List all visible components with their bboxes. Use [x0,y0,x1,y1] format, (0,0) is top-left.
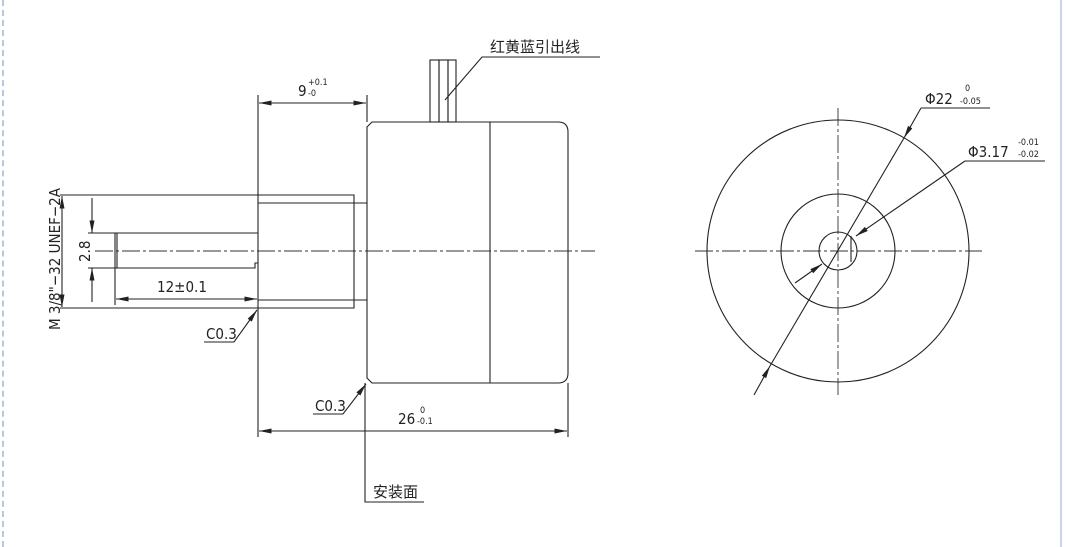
side-view: 红黄蓝引出线 9 +0.1 -0 M 3/8"−32 UNEF−2A 2.8 1… [46,38,600,503]
dim-total-length: 26 [398,410,415,428]
tolerance-upper: 0 [965,84,970,94]
dim-arrow [794,263,823,284]
front-view: Φ22 0 -0.05 Φ3.17 -0.01 -0.02 [695,84,1045,396]
threaded-bushing [257,194,355,309]
dim-shaft-dia-leader [855,160,966,237]
tolerance-upper: 0 [420,406,425,416]
dim-shaft-diameter: 2.8 [76,241,94,262]
dim-shaft-dia-front: Φ3.17 [968,143,1009,161]
dim-arrow [753,365,771,396]
dim-body-diameter: Φ22 [925,90,953,108]
dim-shaft-length: 12±0.1 [157,278,207,296]
chamfer-shaft: C0.3 [206,325,237,343]
thread-spec: M 3/8"−32 UNEF−2A [46,187,64,330]
dim-arrow [903,107,922,139]
mount-face-label: 安装面 [373,483,418,501]
shaft [114,232,258,269]
motor-body [366,121,569,384]
lead-wires [429,59,457,123]
chamfer-leader [204,309,258,343]
tolerance-lower: -0.02 [1018,150,1039,160]
mount-face-leader [364,383,424,503]
tolerance-lower: -0 [308,89,316,99]
bushing-circle [780,193,896,309]
chamfer-body: C0.3 [315,397,346,415]
chamfer-leader [313,383,367,415]
dim-body-diameter-line [769,137,905,367]
body-circle [706,119,970,383]
tolerance-upper: +0.1 [308,78,328,88]
tolerance-lower: -0.1 [417,417,433,427]
tolerance-upper: -0.01 [1018,138,1039,148]
shaft-circle [818,231,858,271]
wire-label: 红黄蓝引出线 [490,38,580,56]
wire-leader [444,56,600,101]
tolerance-lower: -0.05 [960,97,981,107]
dim-bushing-length: 9 [298,82,307,100]
page-border-right [1060,0,1062,547]
page-border-left [2,0,4,547]
